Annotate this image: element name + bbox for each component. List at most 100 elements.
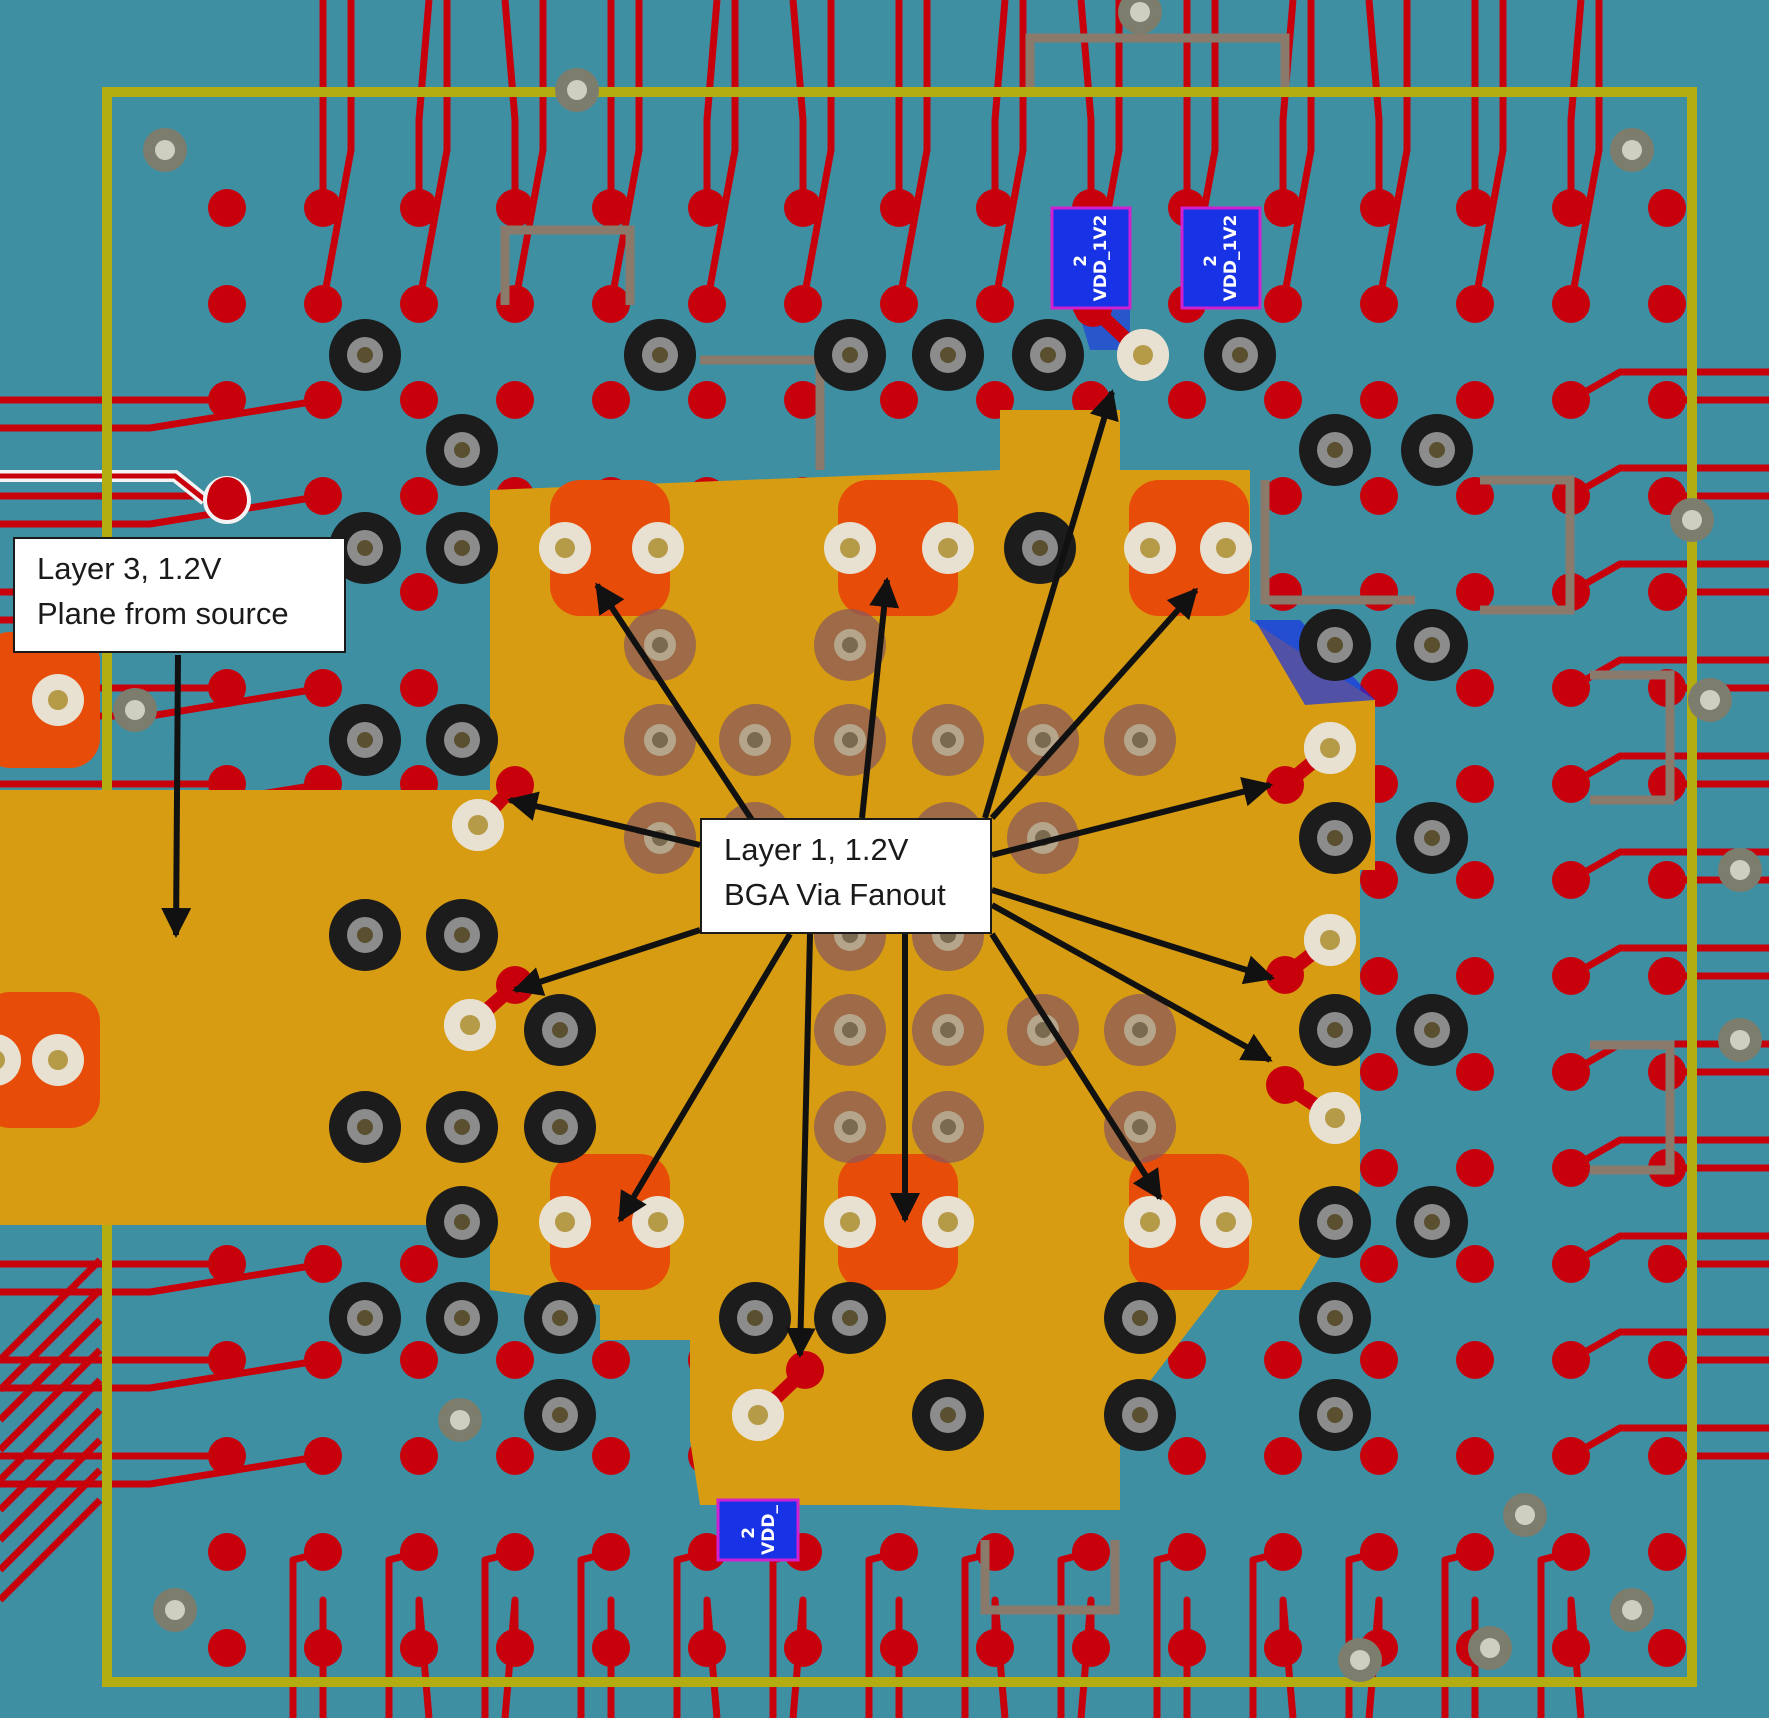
via-hole bbox=[1480, 1638, 1500, 1658]
bga-pad bbox=[496, 1437, 534, 1475]
bga-pad bbox=[1648, 1341, 1686, 1379]
power-via bbox=[1304, 914, 1356, 966]
bga-pad bbox=[592, 189, 630, 227]
trace bbox=[0, 396, 324, 432]
via-hole bbox=[1682, 510, 1702, 530]
power-via bbox=[1309, 1092, 1361, 1144]
bga-pad bbox=[1168, 381, 1206, 419]
trace bbox=[0, 1452, 324, 1488]
via-hole bbox=[450, 1410, 470, 1430]
annotation-arrow bbox=[990, 902, 1273, 1063]
via bbox=[329, 1282, 401, 1354]
bga-pad bbox=[400, 1245, 438, 1283]
via bbox=[524, 994, 596, 1066]
trace bbox=[0, 1257, 103, 1363]
bga-pad bbox=[304, 189, 342, 227]
via bbox=[426, 414, 498, 486]
bga-pad bbox=[208, 477, 246, 515]
bga-pad bbox=[1648, 381, 1686, 419]
bga-pad bbox=[1360, 1245, 1398, 1283]
bga-pad bbox=[304, 381, 342, 419]
bga-pad bbox=[1360, 861, 1398, 899]
bga-pad bbox=[1264, 1629, 1302, 1667]
fanout-pad bbox=[1266, 956, 1304, 994]
bga-pad bbox=[880, 1629, 918, 1667]
bga-pad bbox=[1360, 1437, 1398, 1475]
bga-pad bbox=[1456, 285, 1494, 323]
bga-pad bbox=[1552, 1149, 1590, 1187]
bga-pad bbox=[1264, 477, 1302, 515]
bga-pad bbox=[880, 381, 918, 419]
bga-pad bbox=[1552, 189, 1590, 227]
bga-pad bbox=[400, 1629, 438, 1667]
bga-pad bbox=[1456, 1149, 1494, 1187]
svg-text:2 VDD_1V2: 2 VDD_1V2 bbox=[1071, 215, 1111, 302]
bga-pad bbox=[208, 1533, 246, 1571]
fanout-pad bbox=[1266, 766, 1304, 804]
bga-pad bbox=[880, 285, 918, 323]
via bbox=[1299, 1379, 1371, 1451]
via bbox=[624, 319, 696, 391]
power-via bbox=[1124, 1196, 1176, 1248]
via bbox=[1299, 609, 1371, 681]
trace bbox=[0, 1377, 103, 1483]
via-hole bbox=[165, 1600, 185, 1620]
bga-pad bbox=[784, 285, 822, 323]
bga-pad bbox=[1456, 669, 1494, 707]
bga-pad bbox=[1456, 765, 1494, 803]
bga-pad bbox=[304, 477, 342, 515]
bga-pad bbox=[1168, 1533, 1206, 1571]
trace bbox=[0, 1317, 103, 1423]
trace bbox=[991, 0, 1009, 208]
bga-pad bbox=[496, 1533, 534, 1571]
smd-capacitors: 2 VDD_1V2 2 VDD_1V2 2 VDD_ bbox=[716, 206, 1262, 1562]
via bbox=[426, 704, 498, 776]
layer3-callout-line2: Plane from source bbox=[37, 596, 289, 631]
via bbox=[426, 512, 498, 584]
bga-pad bbox=[1264, 1533, 1302, 1571]
bga-pad bbox=[592, 1437, 630, 1475]
bga-pad bbox=[592, 1533, 630, 1571]
cap-vdd-1v2-b[interactable]: 2 VDD_1V2 bbox=[1180, 206, 1262, 310]
bga-pad bbox=[208, 381, 246, 419]
bga-pad bbox=[592, 1341, 630, 1379]
via bbox=[814, 1091, 886, 1163]
via-hole bbox=[1515, 1505, 1535, 1525]
power-via bbox=[824, 522, 876, 574]
bga-pad bbox=[400, 573, 438, 611]
via bbox=[912, 1091, 984, 1163]
bga-pad bbox=[1648, 1437, 1686, 1475]
bga-pad bbox=[1552, 1341, 1590, 1379]
bga-pad bbox=[304, 669, 342, 707]
bga-pad bbox=[1552, 957, 1590, 995]
bga-pad bbox=[1072, 1629, 1110, 1667]
trace bbox=[0, 1407, 103, 1513]
bga-pad bbox=[304, 1437, 342, 1475]
bga-pad bbox=[1360, 1533, 1398, 1571]
bga-pads bbox=[208, 189, 1686, 1667]
trace bbox=[0, 1287, 103, 1393]
bga-pad bbox=[688, 285, 726, 323]
via bbox=[426, 1282, 498, 1354]
bga-pad bbox=[208, 1437, 246, 1475]
silkscreen bbox=[1480, 475, 1575, 615]
trace bbox=[789, 0, 807, 208]
bga-pad bbox=[1168, 1437, 1206, 1475]
annotation-arrow bbox=[617, 932, 793, 1223]
trace bbox=[0, 1260, 324, 1296]
bga-pad bbox=[1264, 189, 1302, 227]
via-hole bbox=[567, 80, 587, 100]
bga-pad bbox=[1648, 285, 1686, 323]
via bbox=[719, 704, 791, 776]
via bbox=[1104, 704, 1176, 776]
via bbox=[426, 1091, 498, 1163]
via bbox=[1299, 1282, 1371, 1354]
via-hole bbox=[1350, 1650, 1370, 1670]
cap-vdd-1v2-a[interactable]: 2 VDD_1V2 bbox=[1050, 206, 1132, 310]
bga-pad bbox=[1456, 861, 1494, 899]
bga-pad bbox=[1072, 1533, 1110, 1571]
cap-vdd-1v2-c[interactable]: 2 VDD_ bbox=[716, 1498, 800, 1562]
svg-text:2 VDD_: 2 VDD_ bbox=[739, 1505, 779, 1555]
